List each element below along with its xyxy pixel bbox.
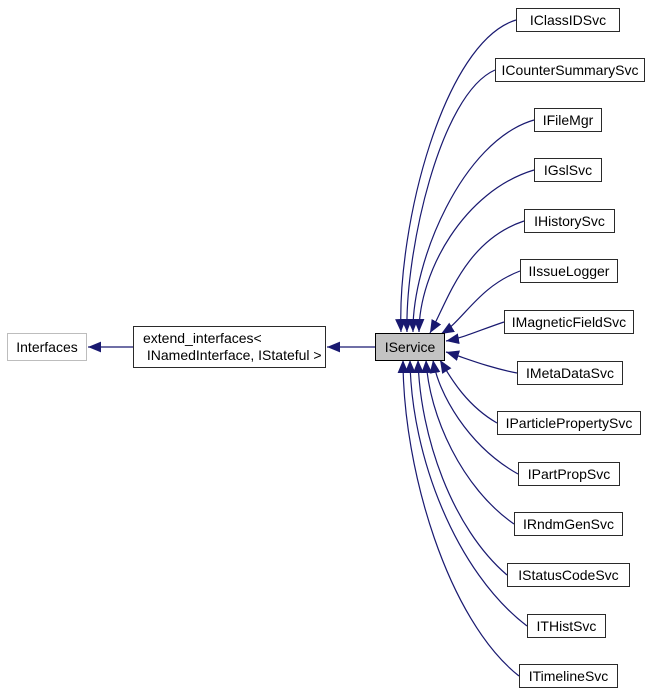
edge-ifilemgr-to-iservice bbox=[407, 119, 535, 333]
edge-imetadatasvc-to-iservice bbox=[445, 350, 518, 374]
edge-iclassidsvc-to-iservice bbox=[395, 19, 517, 333]
node-iservice: IService bbox=[375, 333, 445, 361]
edge-iissuelogger-to-iservice bbox=[440, 270, 521, 335]
node-label: IFileMgr bbox=[542, 111, 594, 128]
node-label: IService bbox=[384, 338, 436, 355]
node-imetadatasvc[interactable]: IMetaDataSvc bbox=[517, 361, 623, 385]
node-igslsvc[interactable]: IGslSvc bbox=[534, 158, 602, 182]
node-itimelinesvc[interactable]: ITimelineSvc bbox=[519, 664, 618, 688]
node-iparticlepropertysvc[interactable]: IParticlePropertySvc bbox=[497, 411, 641, 435]
node-label: IParticlePropertySvc bbox=[505, 414, 633, 431]
node-label: IMetaDataSvc bbox=[526, 364, 614, 381]
edge-ipartpropsvc-to-iservice bbox=[429, 359, 519, 475]
node-ipartpropsvc[interactable]: IPartPropSvc bbox=[518, 462, 620, 486]
node-ifilemgr[interactable]: IFileMgr bbox=[534, 108, 602, 132]
node-label: IClassIDSvc bbox=[529, 11, 607, 28]
node-label: ICounterSummarySvc bbox=[501, 61, 639, 78]
edge-irndmgensvc-to-iservice bbox=[421, 359, 515, 525]
node-label-line2: INamedInterface, IStateful > bbox=[143, 347, 322, 363]
node-label: ITHistSvc bbox=[536, 617, 597, 634]
edge-istatuscodesvc-to-iservice bbox=[412, 359, 508, 576]
node-iissuelogger[interactable]: IIssueLogger bbox=[520, 259, 618, 283]
node-icountersummarysvc[interactable]: ICounterSummarySvc bbox=[495, 58, 645, 82]
node-istatuscodesvc[interactable]: IStatusCodeSvc bbox=[507, 563, 630, 587]
node-label: IIssueLogger bbox=[528, 262, 610, 279]
node-label: IRndmGenSvc bbox=[522, 515, 615, 532]
node-interfaces[interactable]: Interfaces bbox=[7, 333, 87, 361]
edge-ihistorysvc-to-iservice bbox=[429, 220, 525, 334]
edge-icountersummarysvc-to-iservice bbox=[401, 69, 496, 333]
node-label: IStatusCodeSvc bbox=[518, 566, 619, 583]
node-label-line1: extend_interfaces< bbox=[143, 330, 262, 346]
edge-ithistsvc-to-iservice bbox=[404, 359, 528, 627]
node-irndmgensvc[interactable]: IRndmGenSvc bbox=[514, 512, 623, 536]
edge-itimelinesvc-to-iservice bbox=[397, 359, 520, 677]
edge-iparticlepropertysvc-to-iservice bbox=[439, 359, 498, 424]
edge-igslsvc-to-iservice bbox=[413, 169, 535, 333]
node-ithistsvc[interactable]: ITHistSvc bbox=[527, 614, 606, 638]
node-ihistorysvc[interactable]: IHistorySvc bbox=[524, 209, 615, 233]
edge-imagneticfieldsvc-to-iservice bbox=[445, 321, 505, 345]
node-label: IGslSvc bbox=[543, 161, 593, 178]
node-iclassidsvc[interactable]: IClassIDSvc bbox=[516, 8, 620, 32]
node-label: ITimelineSvc bbox=[528, 667, 609, 684]
node-label: IMagneticFieldSvc bbox=[511, 313, 627, 330]
node-label: IHistorySvc bbox=[534, 212, 605, 229]
node-imagneticfieldsvc[interactable]: IMagneticFieldSvc bbox=[504, 310, 634, 334]
node-label: IPartPropSvc bbox=[527, 465, 611, 482]
node-label: Interfaces bbox=[16, 338, 78, 355]
node-extend-interfaces[interactable]: extend_interfaces< INamedInterface, ISta… bbox=[133, 326, 326, 368]
